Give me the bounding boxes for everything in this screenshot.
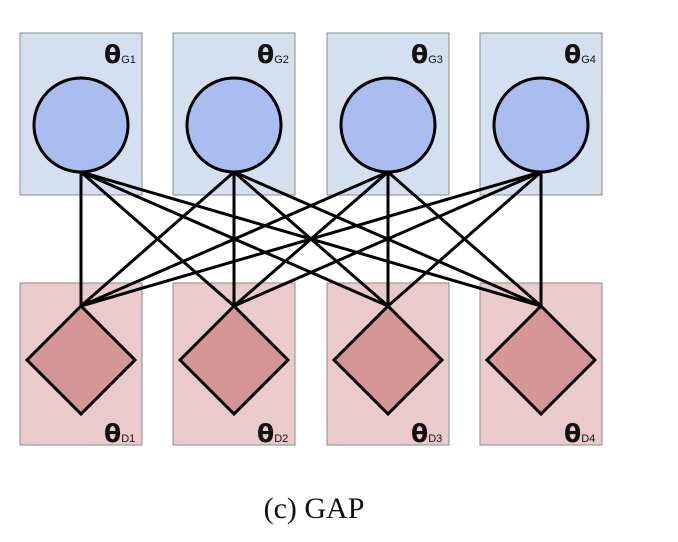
theta-symbol: θ: [411, 419, 428, 448]
generator-label-3: θG3: [411, 40, 443, 69]
theta-symbol: θ: [104, 419, 121, 448]
theta-symbol: θ: [104, 40, 121, 69]
generator-label-4: θG4: [564, 40, 596, 69]
edge-g2-d1: [79, 170, 236, 308]
generator-node-1: [32, 76, 130, 174]
discriminator-node-3: [331, 303, 445, 417]
edge-g4-d3: [386, 170, 543, 308]
edge-g4-d2: [232, 170, 543, 308]
discriminator-node-4: [484, 303, 598, 417]
generator-node-3: [339, 76, 437, 174]
generator-label-2: θG2: [257, 40, 289, 69]
edges-layer: [79, 170, 543, 308]
nodes-layer: [24, 76, 598, 417]
discriminator-label-4: θD4: [564, 419, 595, 448]
theta-symbol: θ: [257, 40, 274, 69]
discriminator-node-1: [24, 303, 138, 417]
theta-subscript: G3: [428, 54, 443, 66]
theta-subscript: D3: [428, 433, 442, 445]
discriminator-label-2: θD2: [257, 419, 288, 448]
generator-label-1: θG1: [104, 40, 136, 69]
generator-node-4: [492, 76, 590, 174]
edge-g4-d1: [79, 170, 543, 308]
generator-node-2: [185, 76, 283, 174]
discriminator-label-3: θD3: [411, 419, 442, 448]
theta-subscript: G2: [274, 54, 289, 66]
figure-caption: (c) GAP: [263, 492, 365, 525]
theta-subscript: D4: [581, 433, 595, 445]
discriminator-node-2: [177, 303, 291, 417]
theta-subscript: D2: [274, 433, 288, 445]
edge-g3-d1: [79, 170, 390, 308]
theta-symbol: θ: [257, 419, 274, 448]
theta-symbol: θ: [564, 419, 581, 448]
theta-subscript: G4: [581, 54, 596, 66]
theta-symbol: θ: [411, 40, 428, 69]
theta-symbol: θ: [564, 40, 581, 69]
theta-subscript: D1: [121, 433, 135, 445]
discriminator-label-1: θD1: [104, 419, 135, 448]
theta-subscript: G1: [121, 54, 136, 66]
